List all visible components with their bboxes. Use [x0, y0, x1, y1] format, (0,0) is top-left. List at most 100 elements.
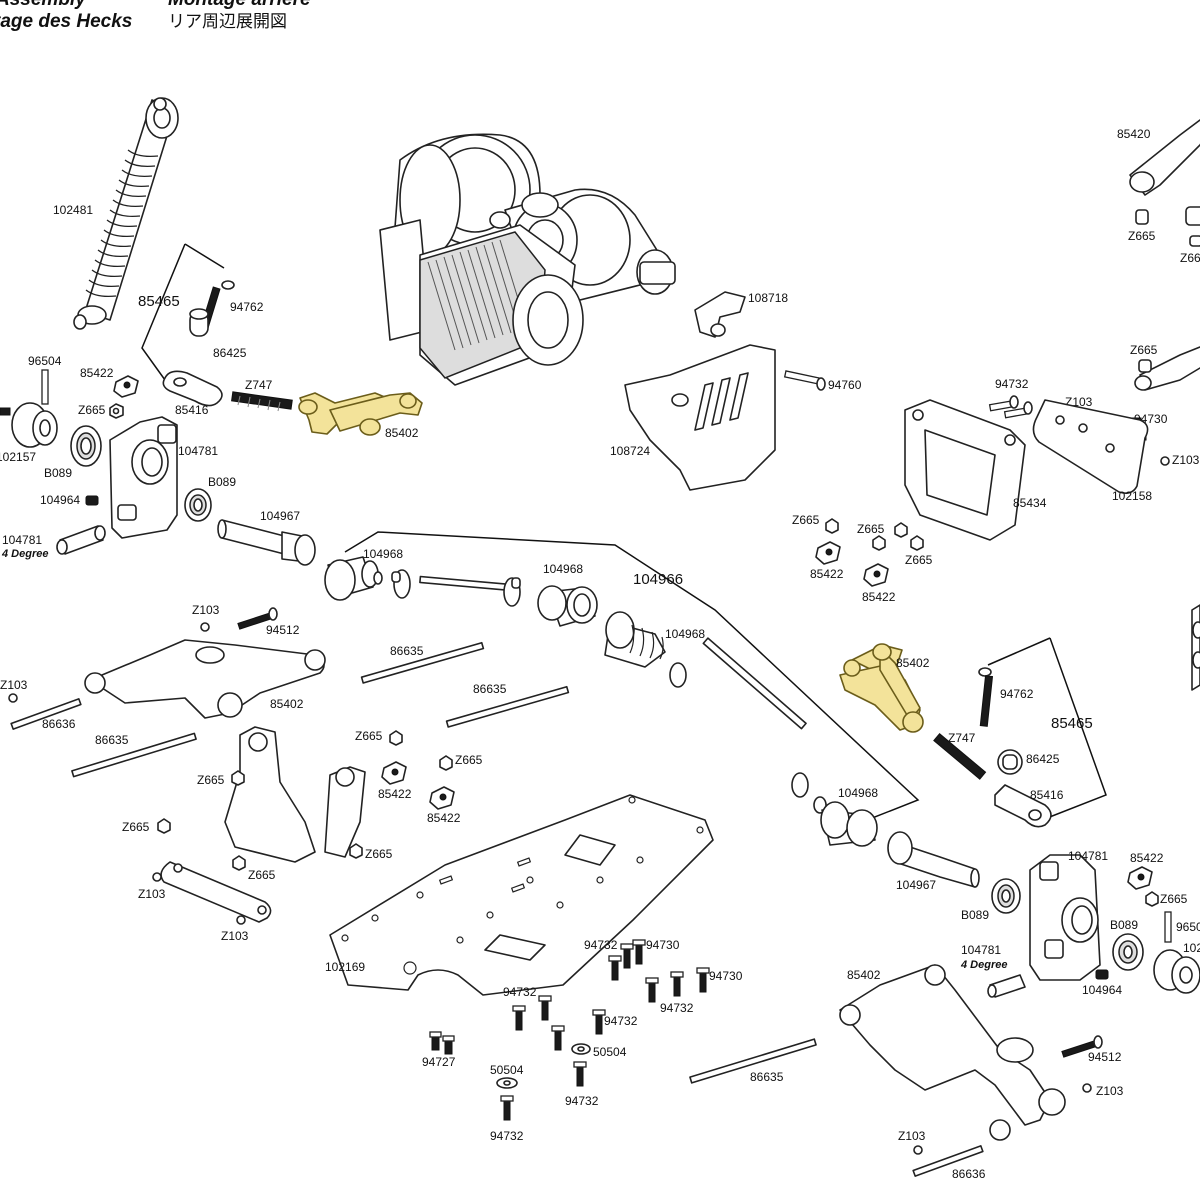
shock-tower-left — [224, 726, 366, 863]
lower-arm-85402-b — [84, 639, 326, 719]
label-86635-d: 86635 — [750, 1070, 784, 1084]
label-102x: 102 — [1183, 941, 1200, 955]
bracket-108718 — [694, 291, 746, 338]
nut-85422-f — [1127, 866, 1153, 890]
pin-96504 — [41, 369, 49, 405]
label-102169: 102169 — [325, 960, 365, 974]
label-85465-b: 85465 — [1051, 715, 1093, 732]
screws-94732-e — [551, 1009, 606, 1051]
pin-86636-b — [912, 1145, 984, 1177]
camber-link-85402-highlight-a — [298, 392, 423, 436]
screws-94727 — [429, 1031, 455, 1055]
nut-z665-i — [389, 730, 403, 746]
boot-104968-d — [813, 796, 878, 847]
bearing-b089-b — [184, 488, 212, 522]
nut-85422-d — [381, 761, 407, 785]
label-b089-d: B089 — [1110, 918, 1138, 932]
nut-z665-c — [1189, 235, 1200, 247]
mount-plate-108724 — [624, 344, 776, 491]
nut-z665-h — [910, 535, 924, 551]
screws-94732-c — [645, 971, 684, 1003]
screw-94760 — [783, 370, 826, 391]
label-z665-j: Z665 — [197, 773, 225, 787]
label-z103-e: Z103 — [138, 887, 166, 901]
label-85422-e: 85422 — [427, 811, 461, 825]
label-104967-b: 104967 — [896, 878, 936, 892]
label-86635-a: 86635 — [390, 644, 424, 658]
nut-85422-a — [113, 375, 139, 398]
screws-94730-c — [696, 967, 710, 993]
clip-z103-f — [236, 915, 246, 925]
label-94732-d: 94732 — [503, 985, 537, 999]
label-94760: 94760 — [828, 378, 862, 392]
screw-94512-a — [237, 607, 278, 630]
label-85402-a: 85402 — [385, 426, 419, 440]
turnbuckle-z747-a — [231, 391, 293, 412]
label-102158: 102158 — [1112, 489, 1152, 503]
label-86636-a: 86636 — [42, 717, 76, 731]
nut-z665-n — [232, 855, 246, 871]
screws-94730-b — [632, 939, 646, 965]
insert-104964-a — [85, 495, 99, 506]
label-z665-i: Z665 — [455, 753, 483, 767]
label-85422-f: 85422 — [1130, 851, 1164, 865]
boot-104968-b — [537, 585, 598, 627]
label-94732-e: 94732 — [604, 1014, 638, 1028]
bracket-85465-b-top — [987, 637, 1051, 666]
label-b089-c: B089 — [961, 908, 989, 922]
hex-hub-right — [1153, 949, 1200, 994]
pin-86635-b — [445, 685, 570, 728]
nut-z665-f — [894, 522, 908, 538]
nut-z665-m — [349, 843, 363, 859]
label-85420: 85420 — [1117, 127, 1151, 141]
insert-cylinder-b — [987, 974, 1026, 998]
label-94732-b: 94732 — [584, 938, 618, 952]
driveshaft-long — [669, 637, 809, 798]
label-z103-d: Z103 — [0, 678, 28, 692]
bearing-b089-a — [70, 425, 102, 467]
screws-94732-a — [988, 395, 1033, 419]
label-86425-b: 86425 — [1026, 752, 1060, 766]
label-94732-g: 94732 — [490, 1129, 524, 1143]
label-94762-a: 94762 — [230, 300, 264, 314]
label-104966: 104966 — [633, 571, 683, 588]
pin-96504-b — [1164, 911, 1172, 943]
header-montage: Montage arrière — [168, 0, 311, 10]
ball-86425-b — [997, 749, 1023, 775]
label-50504-b: 50504 — [490, 1063, 524, 1077]
label-z103-g: Z103 — [1096, 1084, 1124, 1098]
shock-absorber — [73, 97, 179, 330]
label-50504-a: 50504 — [593, 1045, 627, 1059]
label-108718: 108718 — [748, 291, 788, 305]
label-z665-m: Z665 — [248, 868, 276, 882]
nut-z665-j — [439, 755, 453, 771]
screw-94732-g — [500, 1095, 514, 1121]
hub-carrier-104781-b — [1029, 854, 1101, 981]
label-94732-a: 94732 — [995, 377, 1029, 391]
plate-102158 — [1032, 399, 1149, 494]
label-108724: 108724 — [610, 444, 650, 458]
screws-94732-d — [512, 995, 552, 1031]
hub-carrier-104781-a — [109, 416, 178, 539]
label-104968-d: 104968 — [838, 786, 878, 800]
label-86636-b: 86636 — [952, 1167, 986, 1181]
drive-cup-104967-a — [217, 519, 316, 566]
label-86635-c: 86635 — [95, 733, 129, 747]
label-z665-b: Z665 — [1128, 229, 1156, 243]
lower-arm-85402-d — [839, 964, 1066, 1141]
bracket-85465-b — [1041, 637, 1107, 821]
rod-end-85416-b — [994, 784, 1052, 828]
washer-50504-a — [571, 1043, 591, 1055]
clip-z103-b — [1160, 456, 1170, 466]
label-z665-n: Z665 — [1160, 892, 1188, 906]
label-85402-c: 85402 — [896, 656, 930, 670]
label-104964-b: 104964 — [1082, 983, 1122, 997]
label-z747-b: Z747 — [948, 731, 976, 745]
nut-z665-e — [825, 518, 839, 534]
clip-z103-h — [913, 1145, 923, 1155]
label-z665-l: Z665 — [365, 847, 393, 861]
label-94730-c: 94730 — [709, 969, 743, 983]
label-85416-a: 85416 — [175, 403, 209, 417]
label-85402-d: 85402 — [847, 968, 881, 982]
